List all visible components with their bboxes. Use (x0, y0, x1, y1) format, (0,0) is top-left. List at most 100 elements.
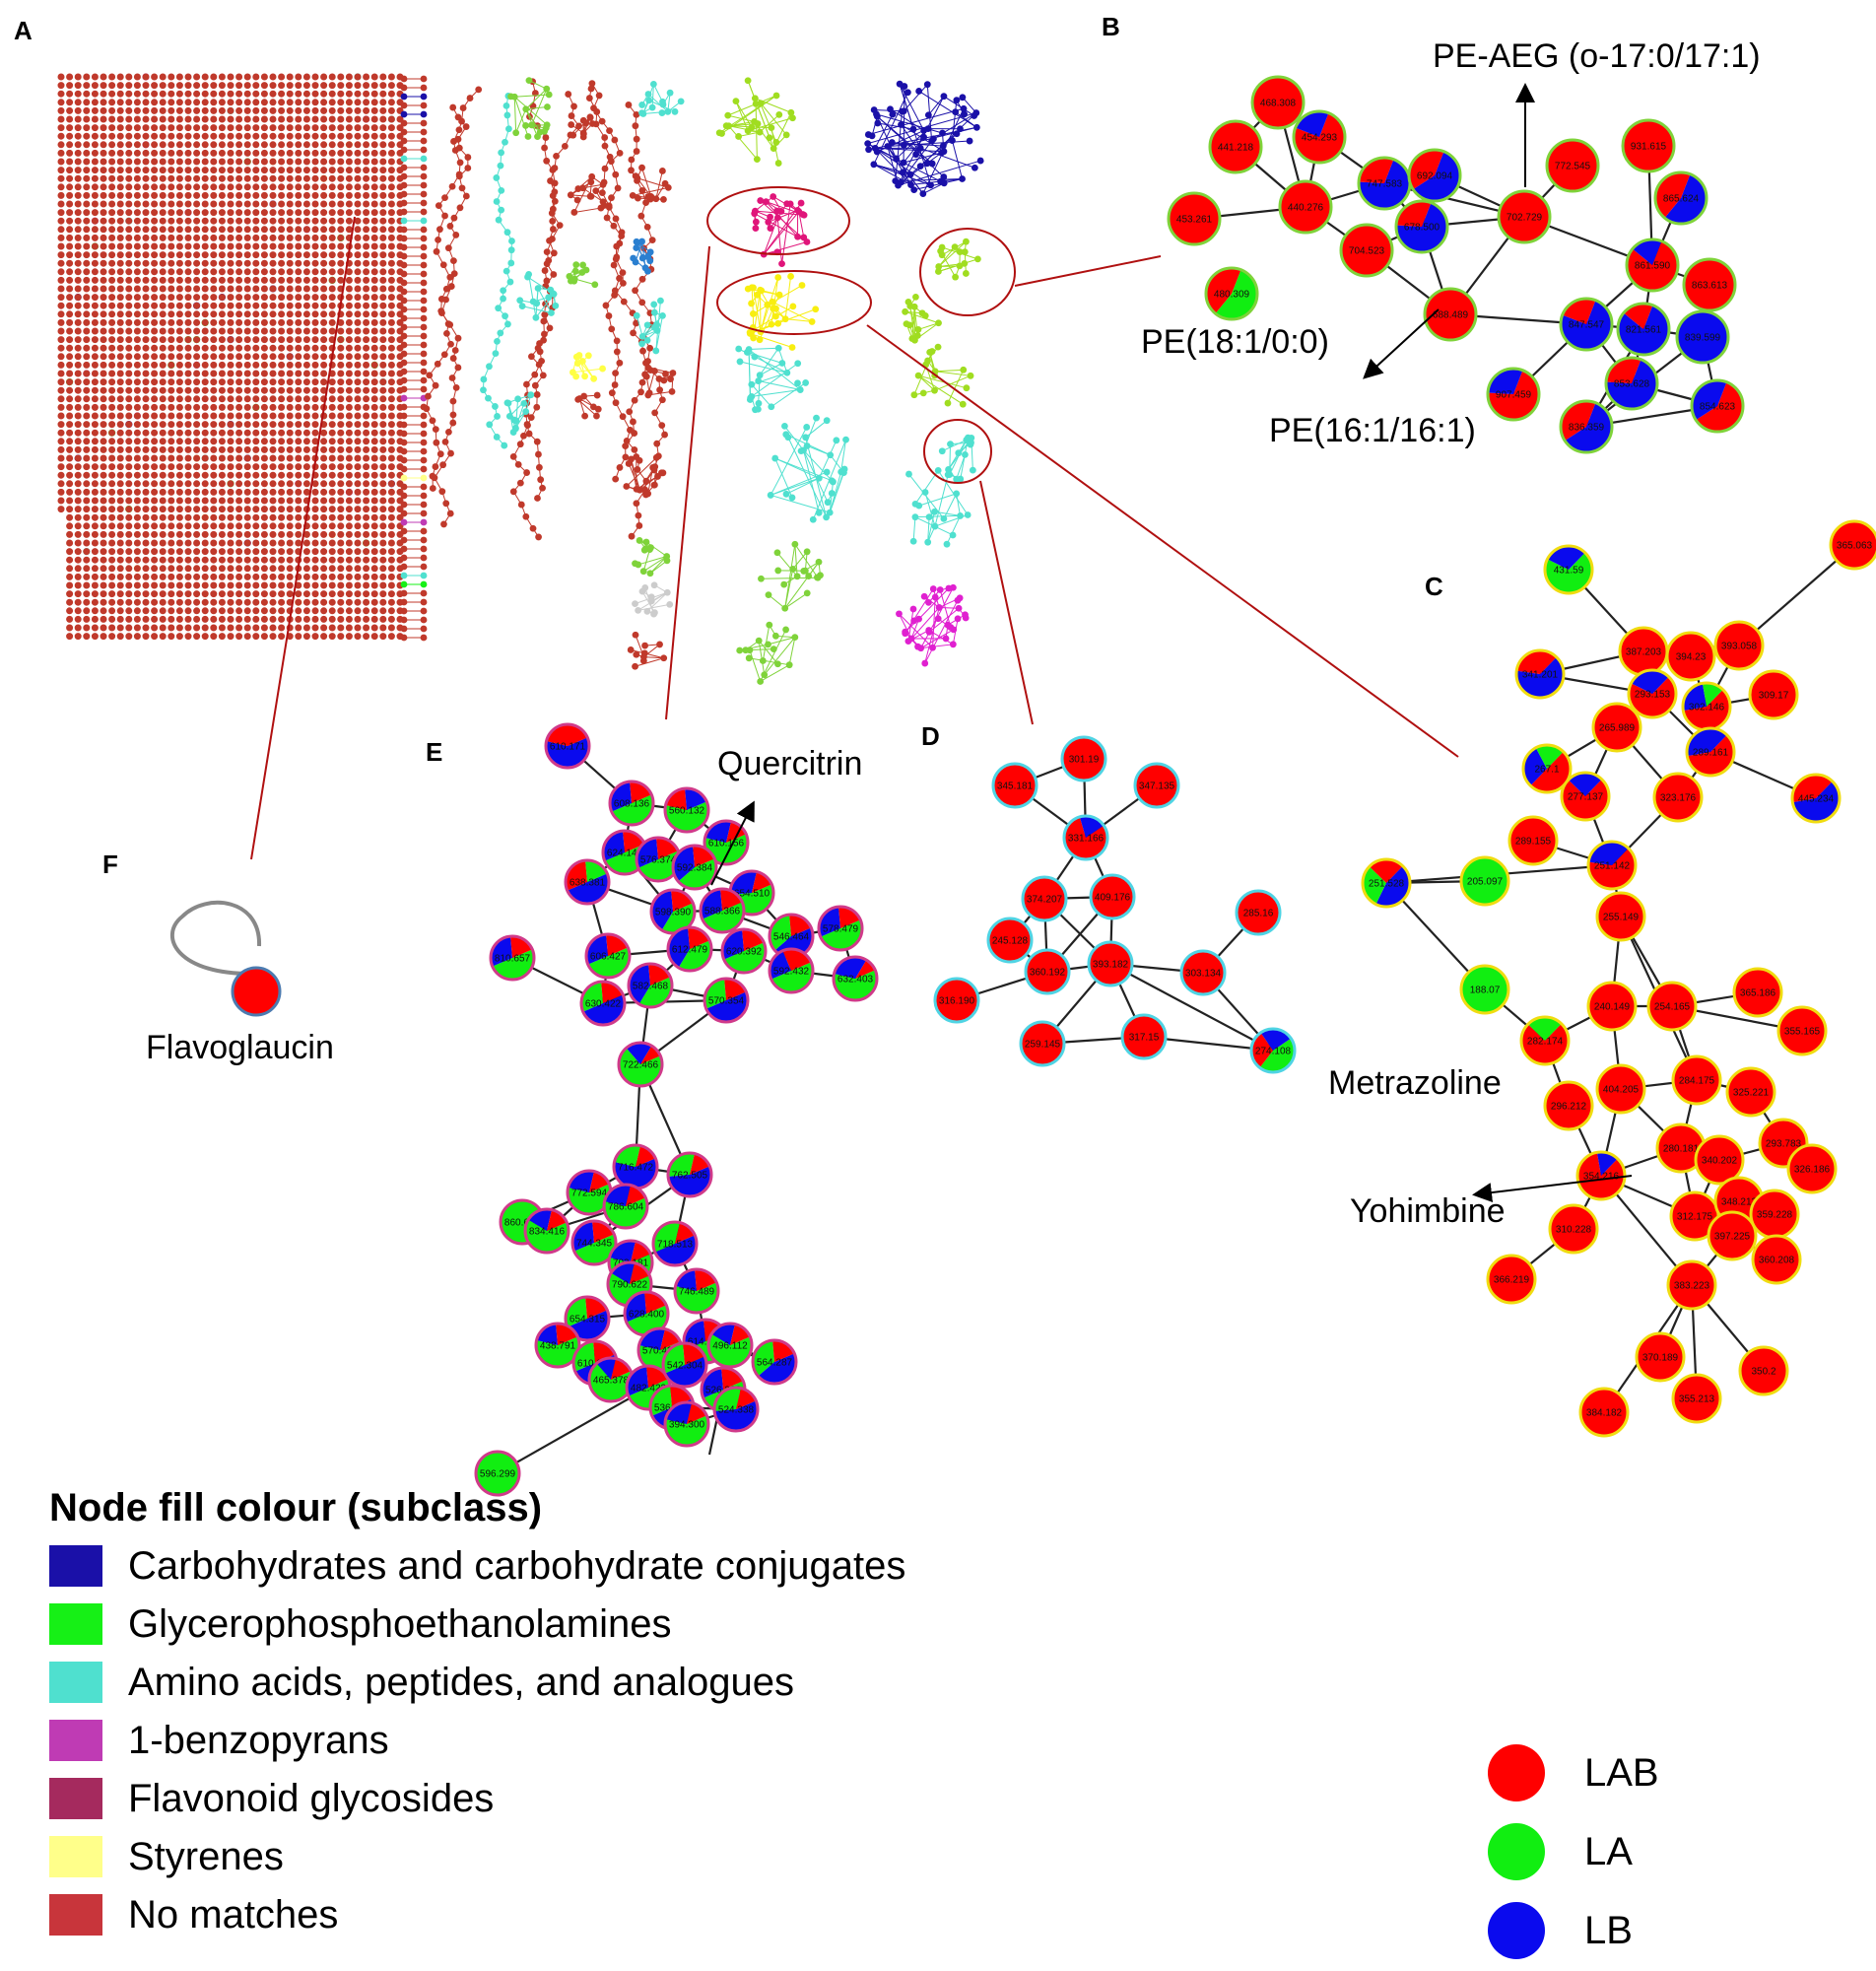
overview-edge (798, 211, 805, 238)
node-label: 303.134 (1185, 969, 1222, 980)
node-slice (1021, 1022, 1064, 1065)
overview-cluster-red (567, 172, 608, 216)
overview-node (400, 421, 408, 429)
overview-edge (928, 607, 960, 633)
overview-node (485, 394, 492, 402)
overview-node (441, 194, 448, 202)
overview-node (400, 607, 408, 615)
node-label: 931.615 (1631, 142, 1667, 153)
overview-node (507, 246, 515, 254)
node-slice (546, 723, 588, 746)
overview-node (420, 430, 428, 438)
node-slice (1237, 891, 1280, 934)
overview-node (773, 549, 781, 557)
overview-node (912, 293, 919, 301)
node-slice (1181, 951, 1225, 994)
overview-node (793, 573, 801, 580)
network-node: 302.146 (1681, 681, 1732, 732)
network-node: 542.304 (661, 1341, 708, 1389)
node-slice (1623, 120, 1674, 171)
overview-node (642, 373, 650, 380)
network-node: 654.315 (564, 1295, 611, 1342)
overview-node (953, 130, 961, 138)
overview-node (420, 252, 428, 260)
overview-node (904, 89, 911, 97)
overview-node (632, 122, 639, 130)
overview-cluster-green (902, 293, 942, 344)
node-border (1339, 223, 1394, 278)
overview-node (504, 320, 511, 328)
network-node: 865.624 (1653, 170, 1708, 226)
overview-node (638, 333, 646, 340)
overview-node (752, 406, 759, 414)
overview-node (949, 137, 956, 144)
network-node: 578.479 (817, 905, 864, 952)
overview-node (400, 243, 408, 251)
overview-node (887, 105, 894, 113)
overview-edge (805, 420, 828, 439)
overview-node (400, 465, 408, 473)
overview-node (815, 509, 823, 516)
overview-cluster-green (935, 238, 981, 281)
overview-node (756, 336, 764, 344)
node-slice (838, 907, 861, 928)
overview-cluster-green (632, 537, 671, 578)
node-label: 205.097 (1467, 877, 1504, 888)
overview-node (735, 345, 743, 353)
overview-node (658, 109, 666, 116)
node-border (1604, 356, 1659, 411)
overview-edge (899, 613, 933, 648)
overview-node (633, 148, 640, 155)
overview-node (420, 580, 428, 588)
node-slice (1425, 289, 1476, 340)
overview-node (650, 610, 657, 618)
node-slice (1792, 781, 1840, 823)
overview-edge (890, 108, 924, 131)
node-slice (820, 919, 862, 950)
overview-edge (908, 473, 945, 519)
overview-node (916, 163, 924, 170)
node-slice (589, 1363, 634, 1402)
overview-node (535, 450, 542, 458)
annotation-pe-16-1: PE(16:1/16:1) (1269, 412, 1476, 449)
network-node: 393.058 (1713, 620, 1765, 671)
node-border (712, 1386, 760, 1433)
overview-node (546, 324, 554, 332)
overview-node (960, 366, 968, 374)
overview-node (813, 574, 821, 581)
overview-node (775, 110, 783, 118)
node-border (1292, 109, 1347, 165)
network-node: 251.528 (1361, 857, 1412, 909)
overview-node (512, 417, 520, 425)
overview-node (400, 598, 408, 606)
overview-node (593, 412, 600, 420)
overview-node (400, 554, 408, 562)
overview-node (722, 122, 730, 130)
node-border (1621, 118, 1676, 173)
overview-node (924, 125, 932, 132)
overview-node (492, 403, 499, 410)
node-slice (592, 1221, 615, 1243)
node-slice (1535, 745, 1564, 769)
overview-node (619, 269, 627, 277)
overview-node (509, 429, 517, 436)
overview-node (622, 453, 630, 461)
network-node: 309.17 (1748, 669, 1799, 720)
node-slice (1673, 1375, 1720, 1422)
overview-node (452, 232, 460, 238)
overview-edge (749, 649, 762, 682)
node-slice (685, 788, 707, 810)
legend-label: Glycerophosphoethanolamines (128, 1601, 672, 1646)
overview-node (641, 584, 649, 591)
node-slice (1206, 268, 1241, 314)
node-slice (654, 1235, 698, 1265)
overview-node (619, 413, 627, 421)
overview-node (641, 545, 649, 553)
network-node: 254.165 (1646, 981, 1698, 1032)
overview-node (400, 226, 408, 234)
network-node: 564.287 (751, 1338, 798, 1386)
overview-node (666, 600, 674, 608)
overview-node (486, 421, 494, 429)
node-label: 293.153 (1635, 690, 1671, 701)
overview-node (794, 233, 801, 240)
